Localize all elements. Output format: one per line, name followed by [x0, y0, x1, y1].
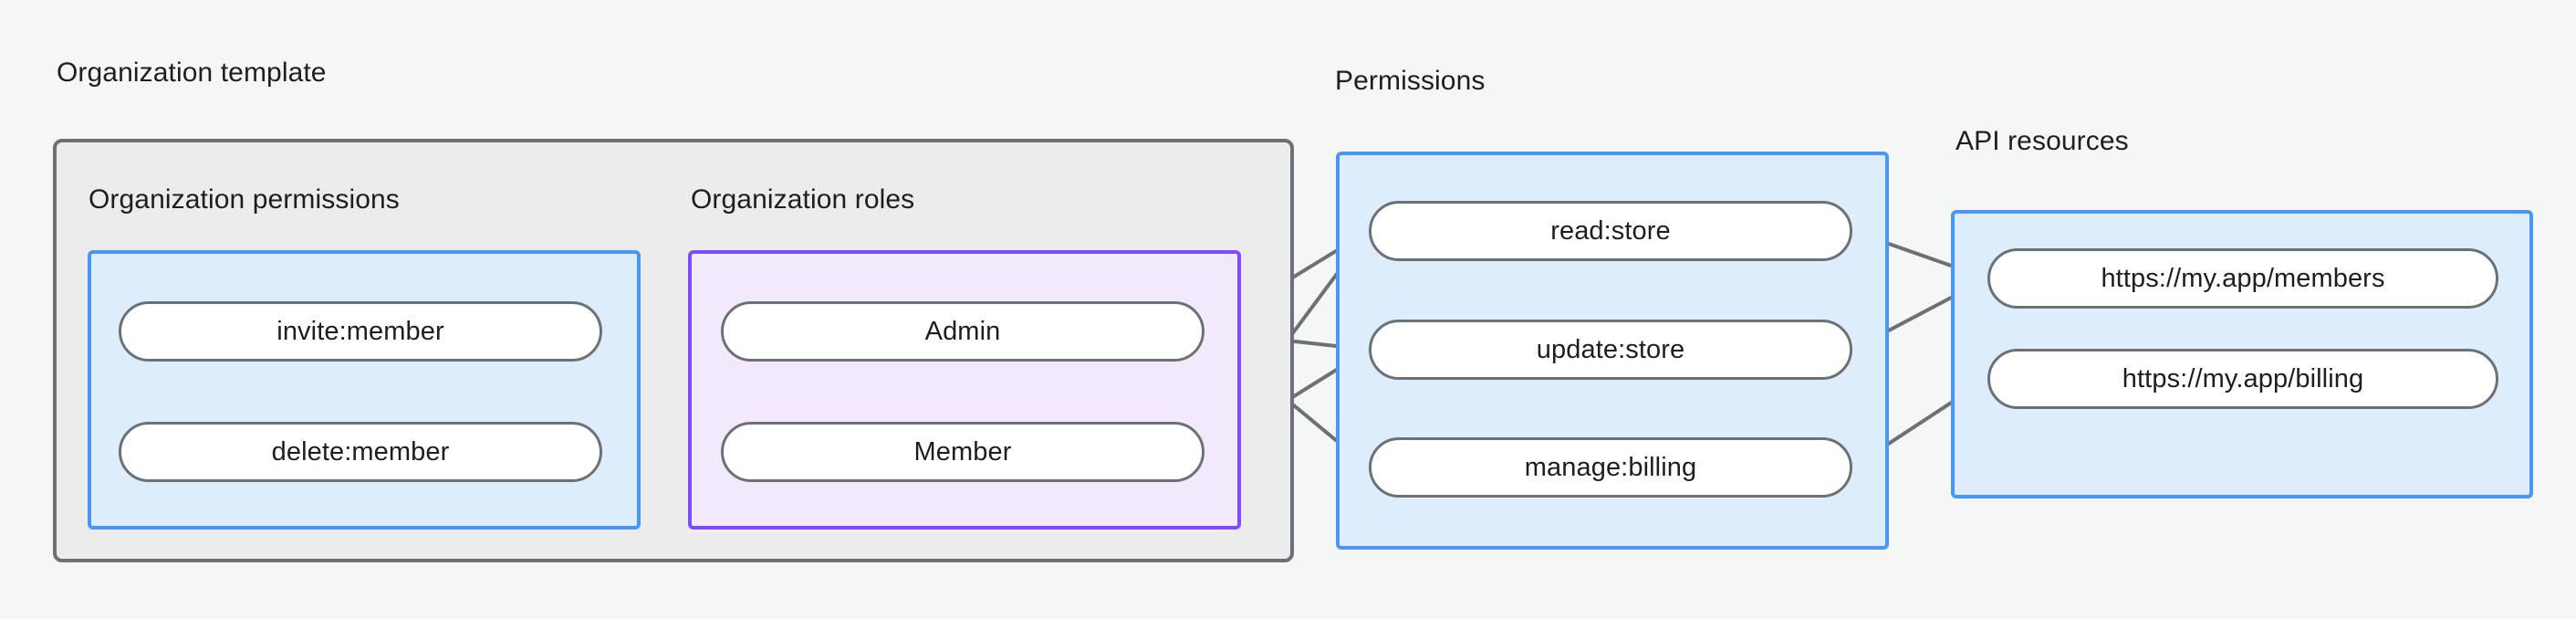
node-update-store[interactable]: update:store: [1369, 320, 1852, 380]
organization-template-title: Organization template: [57, 58, 327, 88]
node-delete-member[interactable]: delete:member: [119, 422, 602, 482]
organization-permissions-panel: [88, 250, 641, 530]
organization-roles-panel: [688, 250, 1241, 530]
node-manage-billing[interactable]: manage:billing: [1369, 437, 1852, 498]
node-resource-members[interactable]: https://my.app/members: [1987, 248, 2498, 309]
node-invite-member[interactable]: invite:member: [119, 301, 602, 362]
node-resource-billing[interactable]: https://my.app/billing: [1987, 349, 2498, 409]
node-role-member[interactable]: Member: [721, 422, 1205, 482]
organization-permissions-title: Organization permissions: [89, 184, 400, 215]
organization-roles-title: Organization roles: [691, 184, 915, 215]
api-resources-title: API resources: [1955, 126, 2129, 156]
permissions-title: Permissions: [1335, 66, 1486, 96]
node-role-admin[interactable]: Admin: [721, 301, 1205, 362]
node-read-store[interactable]: read:store: [1369, 201, 1852, 261]
